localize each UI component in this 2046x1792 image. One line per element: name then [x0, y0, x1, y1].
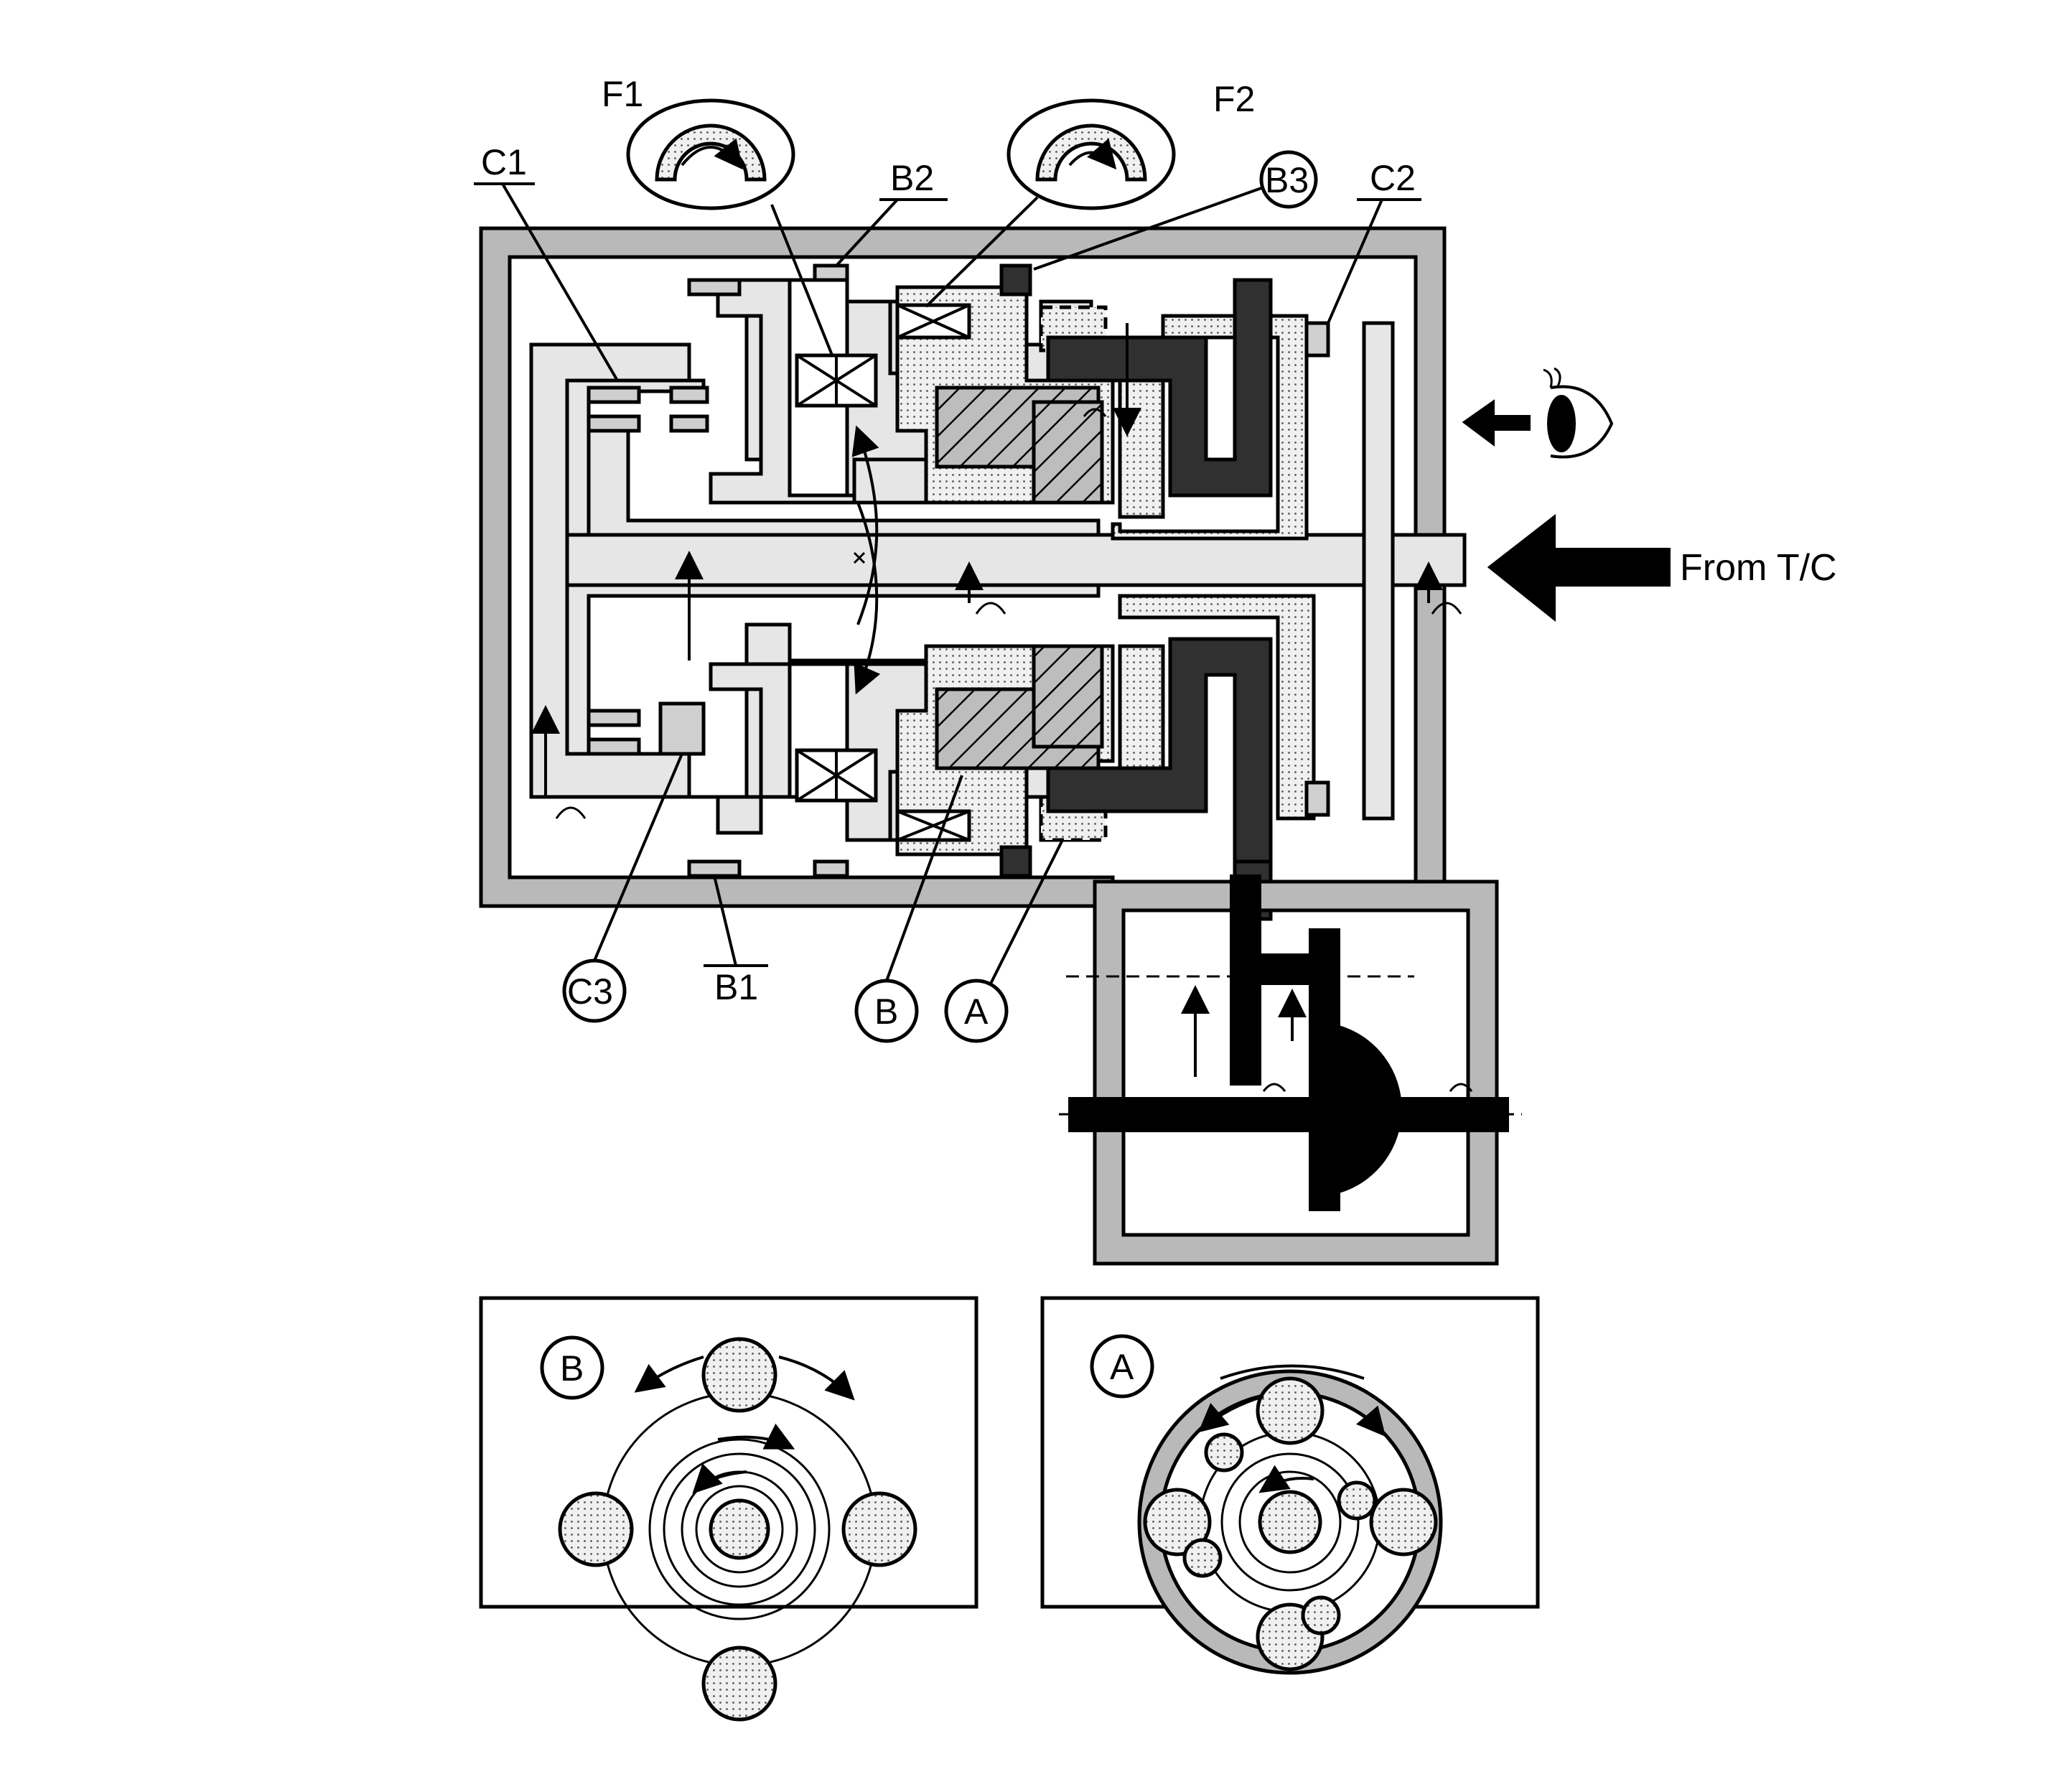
label-b: B [874, 991, 898, 1032]
label-c1: C1 [481, 142, 527, 182]
component-labels: F1 F2 C1 B2 B3 C2 C3 B1 B A [474, 74, 1421, 1043]
arrow-left-icon [1462, 399, 1531, 447]
label-b1: B1 [714, 967, 758, 1007]
one-way-clutch-f2 [895, 303, 971, 842]
one-way-clutch-f1 [795, 353, 878, 803]
view-direction [1462, 367, 1614, 459]
panel-b-badge: B [560, 1348, 584, 1389]
label-f1: F1 [602, 74, 643, 114]
input-arrow-icon [1487, 513, 1671, 622]
panel-b: B [479, 1296, 978, 1722]
f1-callout [626, 98, 834, 358]
differential-housing [1059, 874, 1522, 1266]
label-a: A [964, 991, 989, 1032]
friction-packs [587, 263, 1395, 878]
input-shaft [533, 533, 1467, 587]
label-c2: C2 [1370, 158, 1416, 198]
panel-a-badge: A [1110, 1347, 1134, 1387]
label-b3: B3 [1265, 160, 1309, 200]
flow-arrows [531, 323, 1462, 819]
label-b2: B2 [890, 158, 934, 198]
planetary-gears [935, 386, 1104, 770]
f2-callout [925, 98, 1176, 308]
input-arrow: From T/C [1487, 513, 1837, 622]
label-f2: F2 [1213, 79, 1255, 119]
panel-a: A [1040, 1296, 1540, 1675]
label-c3: C3 [567, 971, 613, 1012]
eye-icon [1543, 367, 1614, 459]
label-from-tc: From T/C [1680, 547, 1837, 589]
